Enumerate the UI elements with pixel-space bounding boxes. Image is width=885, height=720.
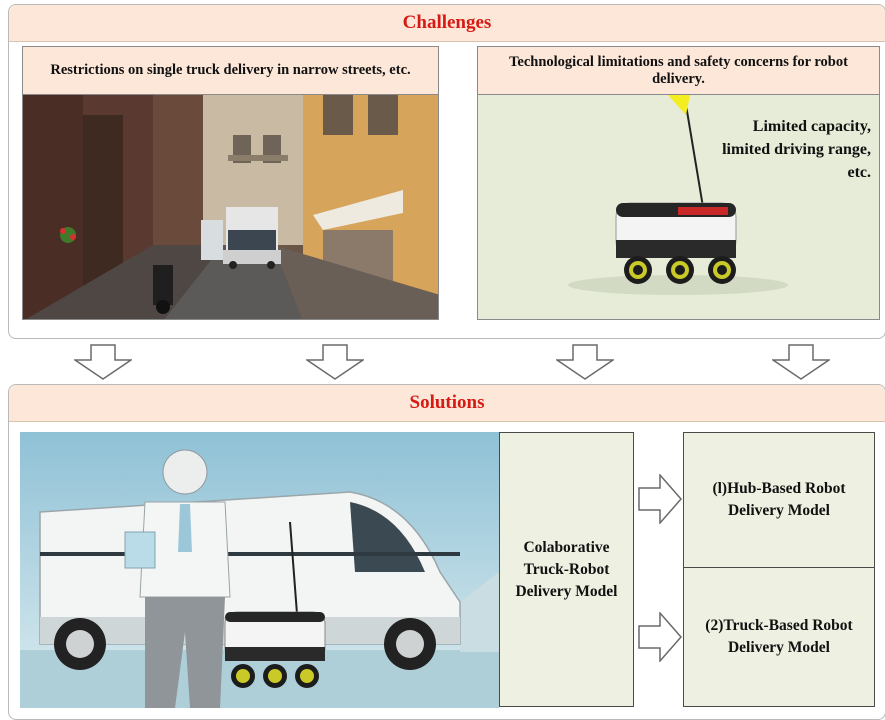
down-arrow-icon (306, 344, 364, 380)
narrow-street-photo (22, 94, 439, 320)
down-arrow-icon (772, 344, 830, 380)
delivery-robot-photo: Limited capacity, limited driving range,… (477, 94, 880, 320)
solutions-title: Solutions (9, 385, 885, 422)
robot-limitations-note: Limited capacity, limited driving range,… (722, 118, 871, 181)
right-arrow-icon (638, 474, 682, 524)
down-arrow-icon (556, 344, 614, 380)
truck-based-model-box: (2)Truck-Based Robot Delivery Model (683, 567, 875, 707)
robot-limitation-caption: Technological limitations and safety con… (477, 46, 880, 95)
hub-based-model-box: (l)Hub-Based Robot Delivery Model (683, 432, 875, 568)
challenges-title: Challenges (9, 5, 885, 42)
down-arrow-icon (74, 344, 132, 380)
truck-restriction-caption: Restrictions on single truck delivery in… (22, 46, 439, 95)
right-arrow-icon (638, 612, 682, 662)
collaborative-model-box: Colaborative Truck-Robot Delivery Model (499, 432, 634, 707)
truck-robot-photo (20, 432, 499, 708)
